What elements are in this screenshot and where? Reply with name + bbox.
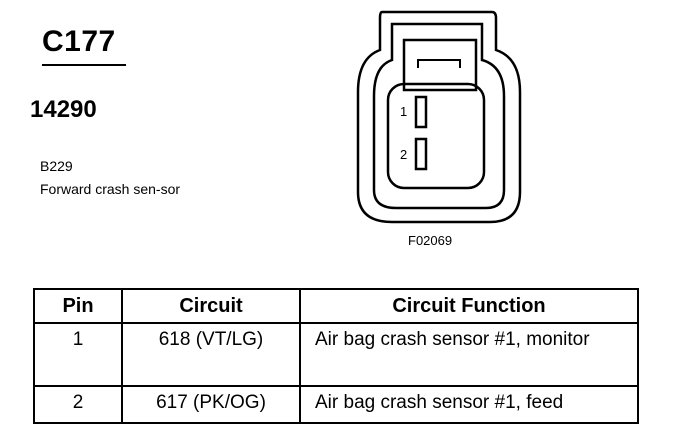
column-header-circuit: Circuit bbox=[121, 288, 301, 324]
title-underline bbox=[42, 64, 126, 66]
connector-outer-housing bbox=[356, 10, 522, 224]
pin-cell: 1 bbox=[33, 322, 123, 387]
function-cell: Air bag crash sensor #1, monitor bbox=[299, 322, 639, 387]
pin-2-label: 2 bbox=[400, 147, 407, 162]
pin-1-slot bbox=[414, 95, 428, 129]
connector-face-drawing: 1 2 bbox=[356, 10, 522, 224]
latch-tab bbox=[417, 59, 461, 68]
column-header-function: Circuit Function bbox=[299, 288, 639, 324]
table-header-row: Pin Circuit Circuit Function bbox=[33, 288, 639, 324]
pin-cell: 2 bbox=[33, 385, 123, 424]
connector-latch bbox=[402, 38, 478, 92]
component-code: B229 bbox=[40, 158, 73, 174]
circuit-cell: 618 (VT/LG) bbox=[121, 322, 301, 387]
terminal-cavity bbox=[386, 82, 486, 190]
part-number: 14290 bbox=[30, 96, 97, 123]
pin-1-label: 1 bbox=[400, 104, 407, 119]
table-row: 1 618 (VT/LG) Air bag crash sensor #1, m… bbox=[33, 322, 639, 387]
function-cell: Air bag crash sensor #1, feed bbox=[299, 385, 639, 424]
figure-code: F02069 bbox=[408, 233, 453, 248]
pin-table: Pin Circuit Circuit Function 1 618 (VT/L… bbox=[33, 288, 639, 424]
table-row: 2 617 (PK/OG) Air bag crash sensor #1, f… bbox=[33, 385, 639, 424]
pin-2-slot bbox=[414, 137, 428, 171]
column-header-pin: Pin bbox=[33, 288, 123, 324]
connector-inner-housing bbox=[372, 22, 506, 210]
circuit-cell: 617 (PK/OG) bbox=[121, 385, 301, 424]
connector-id: C177 bbox=[42, 25, 116, 58]
component-name: Forward crash sen-sor bbox=[40, 181, 181, 197]
